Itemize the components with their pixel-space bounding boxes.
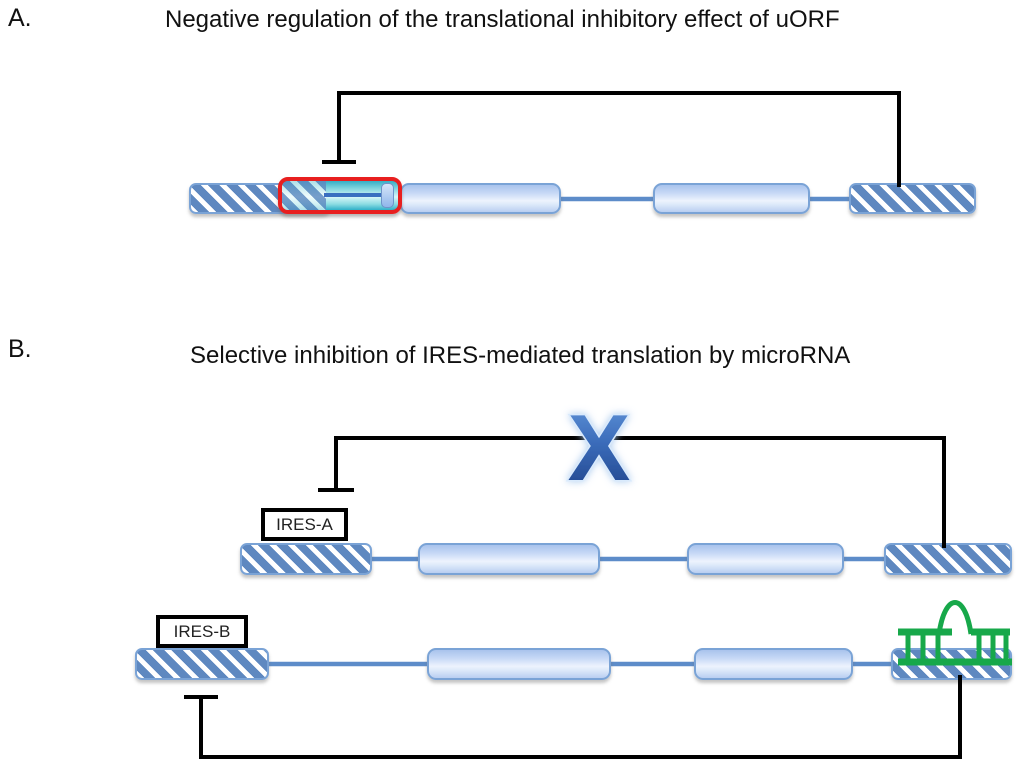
ires-a-utr3-hatched-box [884, 543, 1012, 575]
exon-box [653, 183, 810, 214]
inhibition-elbow-line [334, 436, 946, 548]
exon-box [418, 543, 600, 575]
mirna-hairpin-icon [898, 600, 1012, 666]
exon-box [400, 183, 561, 214]
exon-box [687, 543, 844, 575]
ires-b-tag: IRES-B [156, 615, 248, 648]
uorf-highlight-box [278, 177, 402, 214]
panel-b-label: B. [8, 335, 32, 363]
blocked-x-icon: X [566, 394, 632, 502]
ires-b-tag-label: IRES-B [173, 621, 231, 641]
ires-b-utr5-hatched-box [135, 648, 269, 680]
inhibition-arrow-ires-a [318, 436, 946, 548]
uorf-orf-line [324, 193, 381, 197]
ires-a-tag: IRES-A [261, 508, 348, 541]
ires-a-tag-label: IRES-A [276, 514, 333, 534]
inhibition-elbow-line [199, 675, 962, 759]
blocked-x-glyph: X [568, 395, 631, 500]
uorf-orf-cap [381, 183, 394, 208]
panel-a-label: A. [8, 4, 32, 32]
inhibition-arrow-a [322, 91, 901, 187]
inhibition-arrow-ires-b [184, 675, 962, 759]
exon-box [694, 648, 853, 680]
ires-a-utr5-hatched-box [240, 543, 372, 575]
inhibition-elbow-line [337, 91, 901, 187]
panel-a-title: Negative regulation of the translational… [165, 6, 840, 33]
exon-box [427, 648, 611, 680]
utr3-hatched-box-a [849, 183, 976, 214]
uorf-hatch-overlay [282, 181, 326, 210]
panel-b-title: Selective inhibition of IRES-mediated tr… [190, 342, 851, 369]
